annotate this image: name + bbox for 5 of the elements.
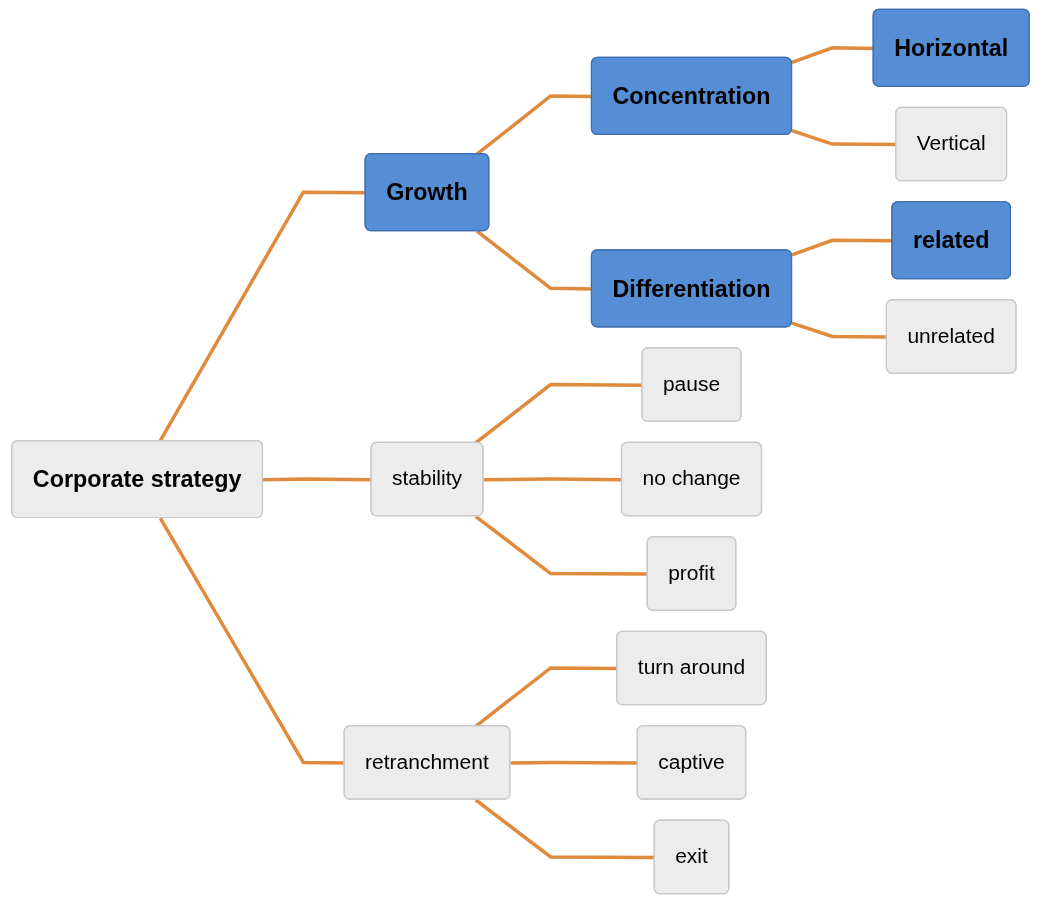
connector [474, 798, 655, 860]
connector [510, 760, 638, 765]
connector [158, 517, 345, 765]
connector [791, 46, 874, 65]
connector [474, 514, 648, 576]
